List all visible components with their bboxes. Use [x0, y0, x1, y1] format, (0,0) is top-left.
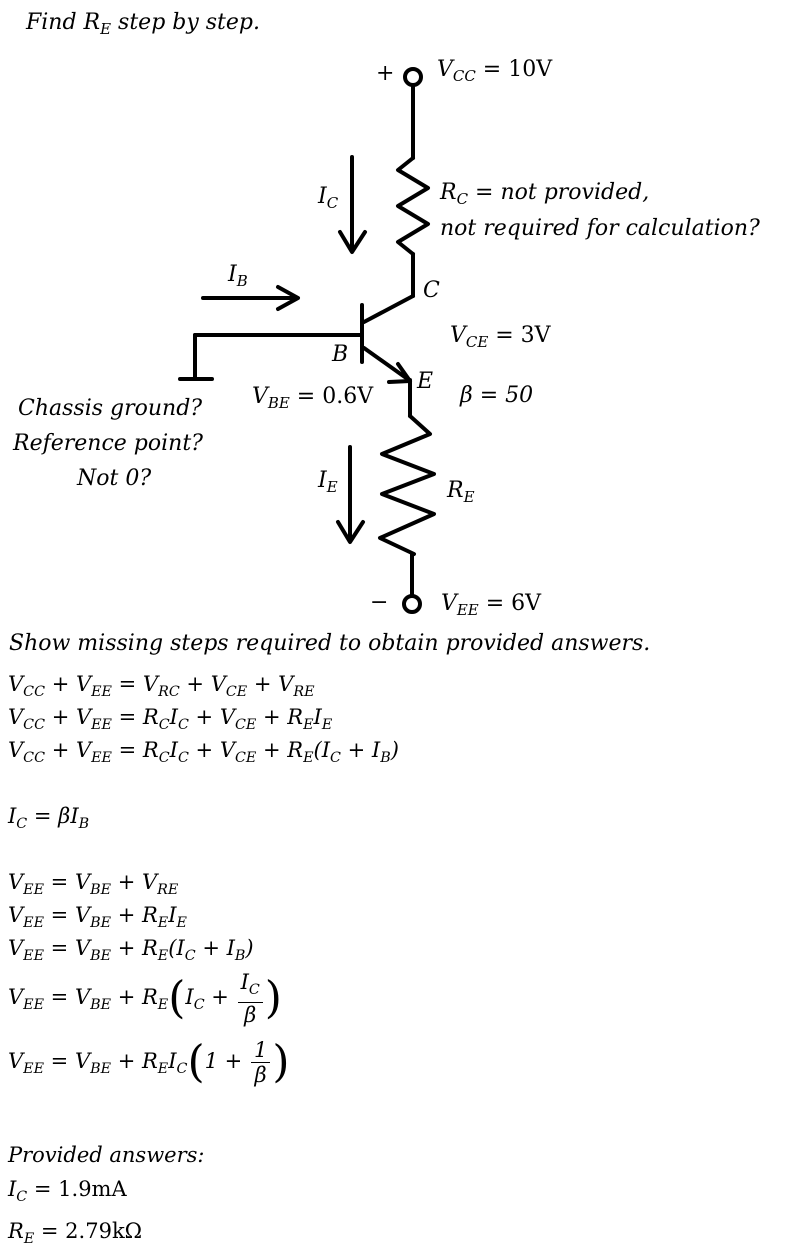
node-b-label: B [332, 342, 349, 367]
answer-re: RE = 2.79kΩ [8, 1218, 143, 1247]
rc-label: RC = not provided, [440, 180, 650, 209]
ib-label: IB [228, 262, 248, 291]
collector-lead [362, 294, 415, 324]
beta-label: β = 50 [460, 383, 534, 408]
ic-label: IC [318, 184, 339, 213]
rc-resistor [396, 156, 430, 256]
equation-3: VCC + VEE = RCIC + VCE + RE(IC + IB) [8, 738, 399, 766]
equation-4: IC = βIB [8, 804, 90, 832]
vbe-label: VBE = 0.6V [252, 384, 374, 413]
ground-question-1: Chassis ground? [18, 396, 203, 421]
vcc-terminal [403, 67, 423, 87]
equation-2: VCC + VEE = RCIC + VCE + REIE [8, 705, 333, 733]
vee-sign: − [370, 590, 389, 615]
ground-question-3: Not 0? [77, 466, 152, 491]
ground-question-2: Reference point? [13, 431, 203, 456]
vcc-label: VCC = 10V [437, 57, 553, 86]
equation-1: VCC + VEE = VRC + VCE + VRE [8, 672, 315, 700]
vee-terminal [402, 594, 422, 614]
re-resistor [378, 414, 436, 556]
vcc-sign: + [376, 61, 395, 86]
rc-note: not required for calculation? [440, 216, 760, 241]
emitter-lead [362, 346, 411, 382]
re-label: RE [447, 478, 475, 507]
answer-ic: IC = 1.9mA [8, 1177, 127, 1205]
answers-heading: Provided answers: [8, 1143, 205, 1167]
prompt-title: Find RE step by step. [26, 10, 260, 39]
transistor-circuit [178, 67, 436, 614]
ie-arrowhead [336, 520, 365, 544]
node-c-label: C [423, 278, 440, 303]
node-e-label: E [417, 369, 434, 394]
provided-answers: Provided answers: IC = 1.9mA RE = 2.79kΩ [8, 1138, 205, 1256]
ic-arrowhead [338, 230, 367, 254]
equation-5: VEE = VBE + VRE [8, 870, 179, 898]
ie-label: IE [318, 468, 338, 497]
equation-7: VEE = VBE + RE(IC + IB) [8, 936, 254, 964]
vce-label: VCE = 3V [450, 323, 551, 352]
equation-list: VCC + VEE = VRC + VCE + VRE VCC + VEE = … [8, 668, 399, 1093]
vee-label: VEE = 6V [441, 591, 542, 620]
instruction-text: Show missing steps required to obtain pr… [9, 631, 651, 656]
equation-6: VEE = VBE + REIE [8, 903, 187, 931]
ib-arrowhead [276, 285, 300, 311]
